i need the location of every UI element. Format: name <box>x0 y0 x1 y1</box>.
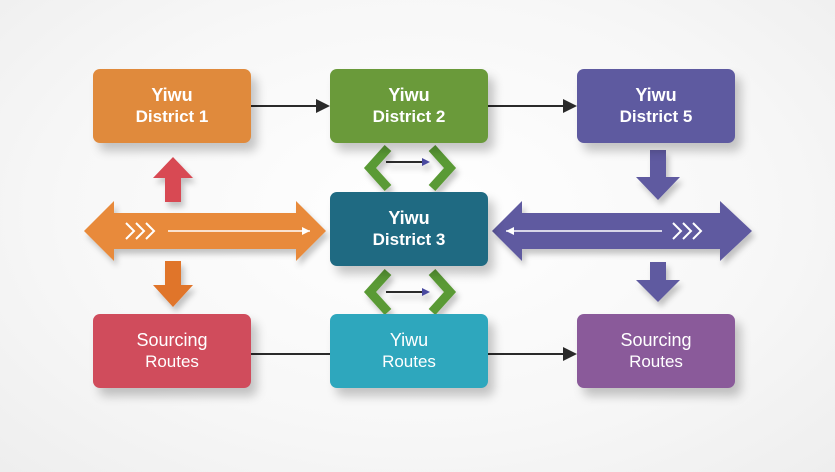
purple-down-arrow-bottom <box>636 262 680 302</box>
green-bidirectional-connector-top <box>363 144 457 192</box>
node-sourcing-routes-left: Sourcing Routes <box>93 314 251 388</box>
node-subtitle: Routes <box>145 352 199 371</box>
node-title: Yiwu <box>635 85 677 105</box>
node-subtitle: District 1 <box>135 107 209 126</box>
node-subtitle: Routes <box>629 352 683 371</box>
node-yiwu-district-1: Yiwu District 1 <box>93 69 251 143</box>
node-title: Yiwu <box>151 85 193 105</box>
node-yiwu-routes: Yiwu Routes <box>330 314 488 388</box>
red-up-arrow <box>153 157 193 202</box>
arrow-d2-to-d5 <box>488 99 577 113</box>
node-sourcing-routes-right: Sourcing Routes <box>577 314 735 388</box>
node-yiwu-district-3: Yiwu District 3 <box>330 192 488 266</box>
node-yiwu-district-5: Yiwu District 5 <box>577 69 735 143</box>
purple-double-arrow <box>492 201 752 261</box>
arrow-yr-to-sr2 <box>488 347 577 361</box>
node-title: Sourcing <box>620 330 692 350</box>
green-bidirectional-connector-bottom <box>363 268 457 316</box>
node-subtitle: District 2 <box>372 107 446 126</box>
node-subtitle: District 5 <box>619 107 693 126</box>
node-title: Yiwu <box>389 330 429 350</box>
orange-down-arrow <box>153 261 193 307</box>
orange-double-arrow <box>84 201 326 261</box>
node-subtitle: Routes <box>382 352 436 371</box>
node-title: Sourcing <box>136 330 208 350</box>
node-yiwu-district-2: Yiwu District 2 <box>330 69 488 143</box>
purple-down-arrow-top <box>636 150 680 200</box>
node-subtitle: District 3 <box>372 230 446 249</box>
node-title: Yiwu <box>388 85 430 105</box>
node-title: Yiwu <box>388 208 430 228</box>
arrow-d1-to-d2 <box>251 99 330 113</box>
